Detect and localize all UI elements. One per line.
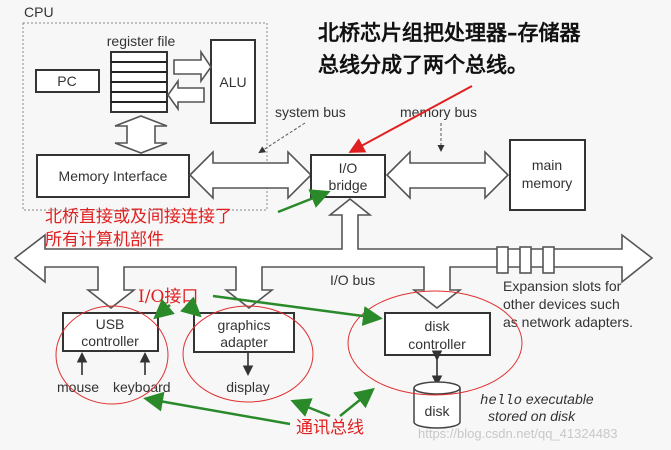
main-memory-line2: memory: [522, 175, 573, 191]
graphics-line1: graphics: [218, 317, 271, 333]
graphics-adapter-box: [193, 312, 295, 353]
disk-label: disk: [425, 403, 451, 419]
comm-note-arrow-graphics: [290, 398, 331, 418]
cpu-boundary: [22, 22, 268, 211]
io-bridge-line1: I/O: [339, 160, 358, 176]
io-bus-arrow: [13, 197, 654, 310]
register-file-label: register file: [107, 33, 176, 49]
io-bus-label: I/O bus: [330, 272, 375, 288]
comm-bus-note: 通讯总线: [296, 418, 364, 438]
memory-interface-label: Memory Interface: [59, 168, 168, 184]
memory-bus-label: memory bus: [400, 104, 477, 120]
hello-line1: hello executable: [480, 391, 594, 409]
system-bus-pointer: [258, 122, 306, 154]
reg-to-alu-arrow: [173, 49, 212, 84]
usb-line2: controller: [81, 333, 139, 349]
alu-box: [210, 39, 256, 124]
hello-code: hello: [480, 393, 522, 409]
title-line1: 北桥芯片组把处理器–存储器: [318, 21, 581, 45]
expansion-line3: as network adapters.: [503, 314, 633, 330]
system-bus-label: system bus: [275, 104, 346, 120]
watermark: https://blog.csdn.net/qq_41324483: [418, 426, 618, 441]
system-bus-arrow: [188, 150, 313, 200]
memory-interface-box: [36, 154, 190, 198]
disk-cylinder: [413, 381, 461, 429]
expansion-line1: Expansion slots for: [503, 278, 622, 294]
disk-highlight-ellipse: [347, 290, 523, 396]
keyboard-label: keyboard: [113, 379, 171, 395]
northbridge-note-line2: 所有计算机部件: [45, 230, 164, 250]
alu-to-reg-arrow: [167, 78, 205, 112]
graphics-line2: adapter: [220, 334, 268, 350]
comm-note-arrow-disk: [339, 387, 375, 417]
main-memory-line1: main: [532, 157, 562, 173]
hello-line2: stored on disk: [488, 408, 576, 424]
memory-bus-arrow: [385, 150, 510, 200]
expansion-slots: [496, 246, 555, 274]
register-file: [110, 51, 168, 113]
mouse-label: mouse: [57, 379, 99, 395]
comm-note-arrow-usb: [143, 391, 291, 426]
pc-box: [35, 69, 100, 93]
hello-executable: executable: [522, 391, 594, 407]
io-note-arrow-usb: [153, 298, 175, 320]
usb-line1: USB: [96, 316, 125, 332]
reg-memif-arrow: [114, 115, 168, 154]
cpu-label: CPU: [24, 4, 54, 20]
northbridge-note-arrow: [277, 189, 331, 214]
usb-controller-box: [62, 312, 159, 352]
display-label: display: [226, 379, 270, 395]
graphics-highlight-ellipse: [182, 305, 314, 403]
usb-highlight-ellipse: [55, 305, 169, 405]
expansion-line2: other devices such: [503, 296, 620, 312]
disk-controller-box: [384, 312, 491, 356]
io-note-arrow-graphics: [180, 296, 202, 318]
main-memory-box: [509, 139, 586, 211]
io-note-arrow-disk: [212, 294, 383, 326]
io-bridge-line2: bridge: [329, 177, 368, 193]
disk-controller-line1: disk: [425, 318, 451, 334]
alu-label: ALU: [219, 74, 246, 90]
title-pointer-arrow: [348, 85, 473, 153]
northbridge-note-line1: 北桥直接或及间接连接了: [45, 207, 232, 227]
disk-controller-line2: controller: [408, 336, 466, 352]
pc-label: PC: [57, 73, 76, 89]
io-interface-note: I/O接口: [138, 287, 198, 307]
title-line2: 总线分成了两个总线。: [318, 53, 528, 77]
